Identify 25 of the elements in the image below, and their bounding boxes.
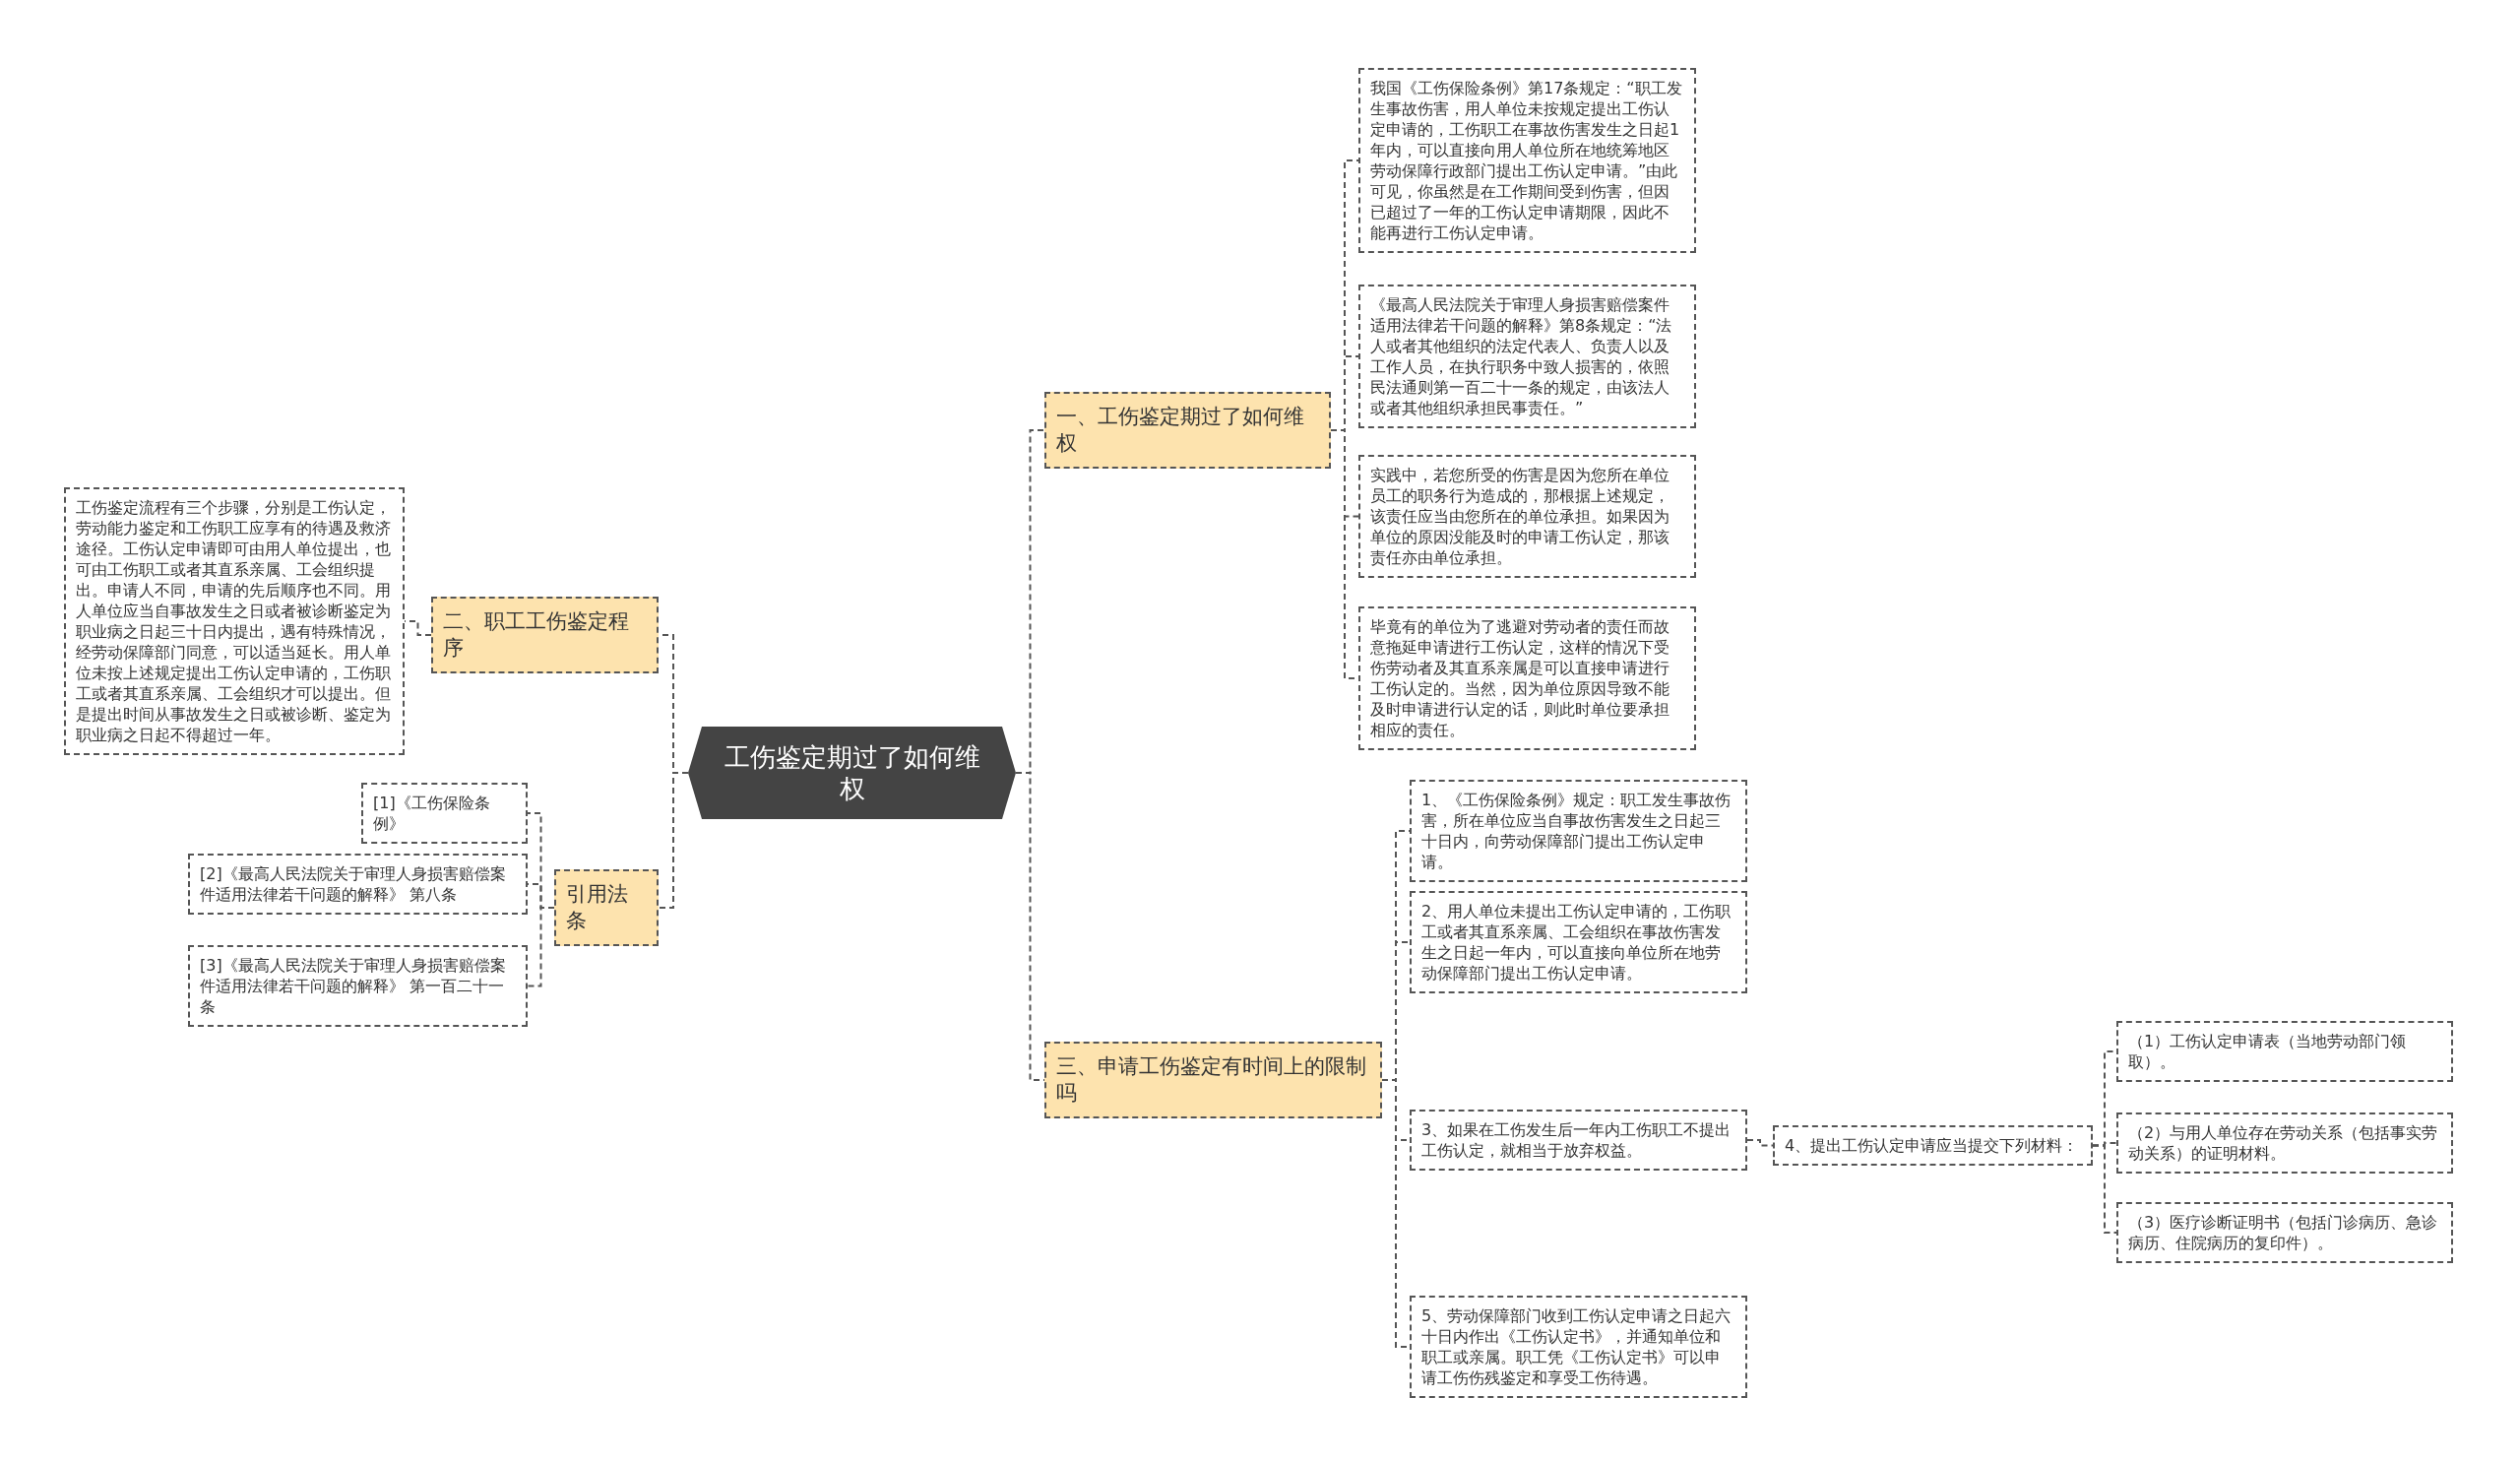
central-topic: 工伤鉴定期过了如何维权 (688, 727, 1016, 819)
text-box: 实践中，若您所受的伤害是因为您所在单位员工的职务行为造成的，那根据上述规定，该责任应当由您所在的单位承担。如果因为单位的原因没能及时的申请工伤认定，那该责任亦由单位承担。 (1358, 455, 1696, 578)
text-box: 我国《工伤保险条例》第17条规定：“职工发生事故伤害，用人单位未按规定提出工伤认定申请的，工伤职工在事故伤害发生之日起1年内，可以直接向用人单位所在地统筹地区劳动保障行政部门提出工伤认定申请。”由此可见，你虽然是在工作期间受到伤害，但因已超过了一年的工伤认定申请期限，因此不能再进行工伤认定申请。 (1358, 68, 1696, 253)
text-box: [3]《最高人民法院关于审理人身损害赔偿案件适用法律若干问题的解释》 第一百二十一条 (188, 945, 528, 1027)
text-box: 5、劳动保障部门收到工伤认定申请之日起六十日内作出《工伤认定书》，并通知单位和职工或亲属。职工凭《工伤认定书》可以申请工伤伤残鉴定和享受工伤待遇。 (1410, 1296, 1747, 1398)
topic-box: 三、申请工伤鉴定有时间上的限制吗 (1044, 1042, 1382, 1118)
connector-line (2092, 1144, 2117, 1234)
connector-line (658, 772, 689, 909)
text-box: 工伤鉴定流程有三个步骤，分别是工伤认定，劳动能力鉴定和工伤职工应享有的待遇及救济途径。工伤认定申请即可由用人单位提出，也可由工伤职工或者其直系亲属、工会组织提出。申请人不同，申请的先后顺序也不同。用人单位应当自事故发生之日或者被诊断鉴定为职业病之日起三十日内提出，遇有特殊情况，经劳动保障部门同意，可以适当延长。用人单位未按上述规定提出工伤认定申请的，工伤职工或者其直系亲属、工会组织才可以提出。但是提出时间从事故发生之日或被诊断、鉴定为职业病之日起不得超过一年。 (64, 487, 405, 755)
text-box: （2）与用人单位存在劳动关系（包括事实劳动关系）的证明材料。 (2116, 1112, 2453, 1174)
text-box: （3）医疗诊断证明书（包括门诊病历、急诊病历、住院病历的复印件）。 (2116, 1202, 2453, 1263)
topic-box: 一、工伤鉴定期过了如何维权 (1044, 392, 1331, 469)
text-box: 毕竟有的单位为了逃避对劳动者的责任而故意拖延申请进行工伤认定，这样的情况下受伤劳动者及其直系亲属是可以直接申请进行工伤认定的。当然，因为单位原因导致不能及时申请进行认定的话，则此时单位要承担相应的责任。 (1358, 606, 1696, 750)
topic-box: 二、职工工伤鉴定程序 (431, 597, 659, 673)
text-box: [2]《最高人民法院关于审理人身损害赔偿案件适用法律若干问题的解释》 第八条 (188, 854, 528, 915)
text-box: 2、用人单位未提出工伤认定申请的，工伤职工或者其直系亲属、工会组织在事故伤害发生之日起一年内，可以直接向单位所在地劳动保障部门提出工伤认定申请。 (1410, 891, 1747, 993)
text-box: [1]《工伤保险条例》 (361, 783, 528, 844)
text-box: 3、如果在工伤发生后一年内工伤职工不提出工伤认定，就相当于放弃权益。 (1410, 1110, 1747, 1171)
text-box: （1）工伤认定申请表（当地劳动部门领取）。 (2116, 1021, 2453, 1082)
connector-line (1746, 1139, 1774, 1147)
connector-line (527, 907, 555, 987)
text-box: 《最高人民法院关于审理人身损害赔偿案件适用法律若干问题的解释》第8条规定：“法人或者其他组织的法定代表人、负责人以及工作人员，在执行职务中致人损害的，依照民法通则第一百二十一条的规定，由该法人或者其他组织承担民事责任。” (1358, 285, 1696, 428)
text-box: 1、《工伤保险条例》规定：职工发生事故伤害，所在单位应当自事故伤害发生之日起三十日内，向劳动保障部门提出工伤认定申请。 (1410, 780, 1747, 882)
text-box: 4、提出工伤认定申请应当提交下列材料： (1773, 1125, 2093, 1166)
topic-box: 引用法条 (554, 869, 659, 946)
